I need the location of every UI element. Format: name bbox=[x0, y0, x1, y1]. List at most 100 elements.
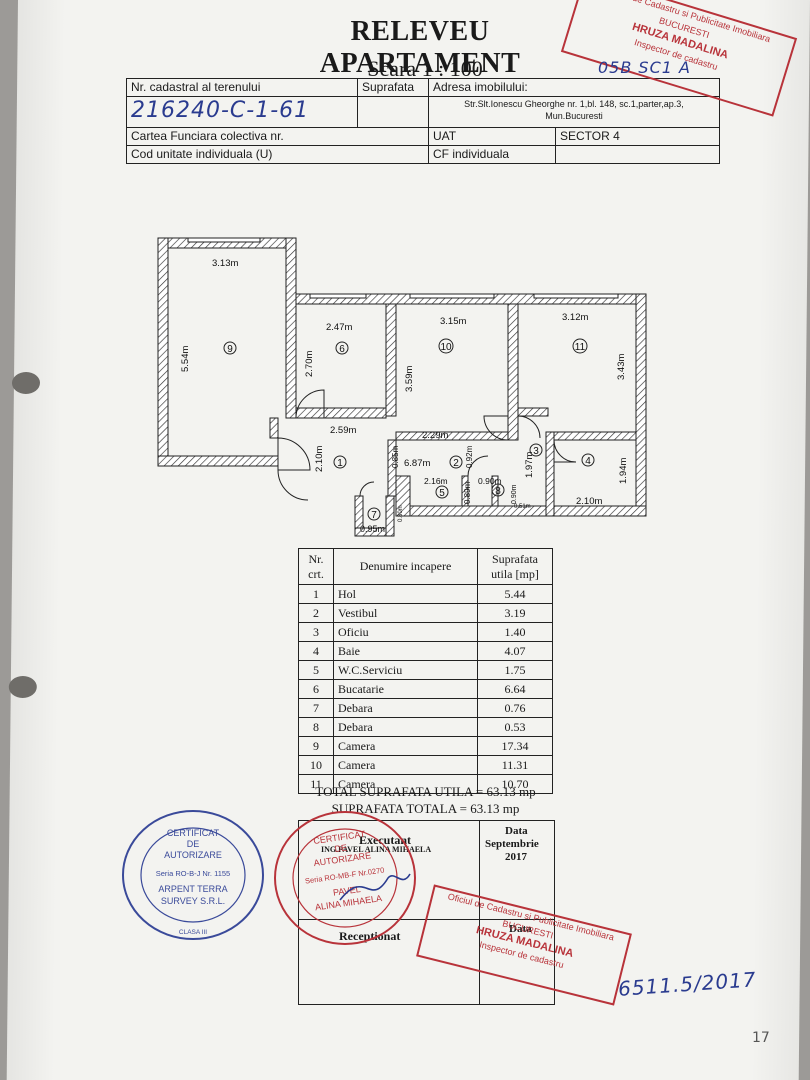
uat-label: UAT bbox=[428, 127, 556, 146]
room-nr: 3 bbox=[298, 622, 334, 642]
dim-label: 1.94m bbox=[618, 458, 629, 484]
svg-text:3: 3 bbox=[533, 446, 539, 457]
room-nr: 2 bbox=[298, 603, 334, 623]
room-marker-1: 1 bbox=[333, 455, 347, 469]
suprafata-label: Suprafata bbox=[357, 78, 429, 97]
svg-text:10: 10 bbox=[440, 342, 452, 353]
stamp-line: Seria RO-MB-F Nr.0270 bbox=[304, 865, 385, 885]
svg-text:4: 4 bbox=[585, 456, 591, 467]
room-name: Camera bbox=[333, 755, 478, 775]
data-month: Septembrie bbox=[485, 838, 539, 850]
stamp-line: DE bbox=[334, 842, 348, 854]
room-name: Camera bbox=[333, 736, 478, 756]
dim-label: 0.51m bbox=[514, 504, 531, 510]
signature-box: Executant ING.PAVEL ALINA MIHAELA Data S… bbox=[298, 820, 555, 1005]
scale-label: Scara 1 : 100 bbox=[367, 56, 483, 81]
dim-label: 2.29m bbox=[422, 430, 448, 441]
room-area: 1.40 bbox=[477, 622, 553, 642]
svg-text:6: 6 bbox=[339, 344, 345, 355]
dim-label: 6.87m bbox=[404, 458, 430, 469]
svg-text:8: 8 bbox=[495, 486, 501, 497]
room-area: 6.64 bbox=[477, 679, 553, 699]
certificat-stamp-red: CERTIFICAT DE AUTORIZARE Seria RO-MB-F N… bbox=[274, 811, 416, 945]
dim-label: 0.90m bbox=[478, 476, 502, 486]
dim-label: 2.59m bbox=[330, 425, 356, 436]
adresa-line-1: Str.Slt.Ionescu Gheorghe nr. 1,bl. 148, … bbox=[464, 99, 684, 109]
room-marker-6: 6 bbox=[335, 341, 349, 355]
total-utila: TOTAL SUPRAFATA UTILA = 63.13 mp bbox=[315, 784, 536, 799]
executant-name: ING.PAVEL ALINA MIHAELA bbox=[321, 845, 432, 854]
data-label: Data bbox=[505, 825, 528, 837]
room-nr: 6 bbox=[298, 679, 334, 699]
room-marker-9: 9 bbox=[223, 341, 237, 355]
dim-label: 0.90m bbox=[511, 484, 518, 504]
dim-label: 0.95m bbox=[360, 524, 385, 534]
rooms-table: Nr. crt. Denumire incapere Suprafata uti… bbox=[298, 548, 553, 794]
dim-label: 5.54m bbox=[180, 346, 191, 372]
dim-label: 2.70m bbox=[304, 351, 315, 377]
data2-label: Data bbox=[509, 923, 532, 935]
room-number-markers: 9 6 10 11 1 2 3 4 5 8 7 bbox=[223, 338, 595, 521]
room-nr: 7 bbox=[298, 698, 334, 718]
signature-scribble bbox=[339, 873, 411, 901]
stamp-line: CLASA III bbox=[179, 929, 207, 936]
svg-text:5: 5 bbox=[439, 488, 445, 499]
nr-cadastral-value: 216240-C-1-61 bbox=[126, 96, 358, 128]
stamp-line: ARPENT TERRA bbox=[158, 884, 227, 894]
room-nr: 9 bbox=[298, 736, 334, 756]
room-area: 0.76 bbox=[477, 698, 553, 718]
room-area: 10.70 bbox=[477, 774, 553, 794]
room-name: Vestibul bbox=[333, 603, 478, 623]
room-area: 4.07 bbox=[477, 641, 553, 661]
room-name: Baie bbox=[333, 641, 478, 661]
dim-label: 3.13m bbox=[212, 258, 238, 269]
nr-cadastral-label: Nr. cadastral al terenului bbox=[126, 78, 358, 97]
room-nr: 8 bbox=[298, 717, 334, 737]
dim-label: 1.97m bbox=[524, 452, 535, 478]
room-area: 0.53 bbox=[477, 717, 553, 737]
room-area: 3.19 bbox=[477, 603, 553, 623]
room-area: 5.44 bbox=[477, 584, 553, 604]
totals: TOTAL SUPRAFATA UTILA = 63.13 mp SUPRAFA… bbox=[298, 784, 553, 818]
adresa-line-2: Mun.Bucuresti bbox=[545, 111, 603, 121]
room-name: W.C.Serviciu bbox=[333, 660, 478, 680]
cod-unitate-label: Cod unitate individuala (U) bbox=[126, 145, 429, 164]
stamp-line: ALINA MIHAELA bbox=[314, 893, 382, 912]
punch-hole bbox=[8, 676, 37, 698]
room-nr: 1 bbox=[298, 584, 334, 604]
room-marker-2: 2 bbox=[449, 455, 463, 469]
room-marker-8: 8 bbox=[491, 483, 505, 497]
dim-label: 3.12m bbox=[562, 312, 588, 323]
room-name: Debara bbox=[333, 698, 478, 718]
room-marker-7: 7 bbox=[367, 507, 381, 521]
stamp-line: SURVEY S.R.L. bbox=[161, 896, 225, 906]
uat-value: SECTOR 4 bbox=[555, 127, 720, 146]
dim-label: 2.47m bbox=[326, 322, 352, 333]
total-totala: SUPRAFATA TOTALA = 63.13 mp bbox=[331, 801, 520, 816]
room-marker-3: 3 bbox=[529, 443, 543, 457]
carte-funciara-label: Cartea Funciara colectiva nr. bbox=[126, 127, 429, 146]
room-area: 1.75 bbox=[477, 660, 553, 680]
room-name: Camera bbox=[333, 774, 478, 794]
dim-label: 0.80m bbox=[398, 505, 404, 522]
dim-label: 0.89m bbox=[463, 481, 472, 504]
room-nr: 5 bbox=[298, 660, 334, 680]
doors bbox=[277, 389, 577, 501]
dim-label: 3.43m bbox=[616, 354, 627, 380]
room-area: 11.31 bbox=[477, 755, 553, 775]
exterior-walls bbox=[157, 237, 647, 537]
svg-text:9: 9 bbox=[227, 344, 233, 355]
col-header-nr: Nr. crt. bbox=[298, 548, 334, 585]
room-marker-5: 5 bbox=[435, 485, 449, 499]
dim-label: 0.92m bbox=[465, 445, 474, 468]
svg-text:2: 2 bbox=[453, 458, 459, 469]
